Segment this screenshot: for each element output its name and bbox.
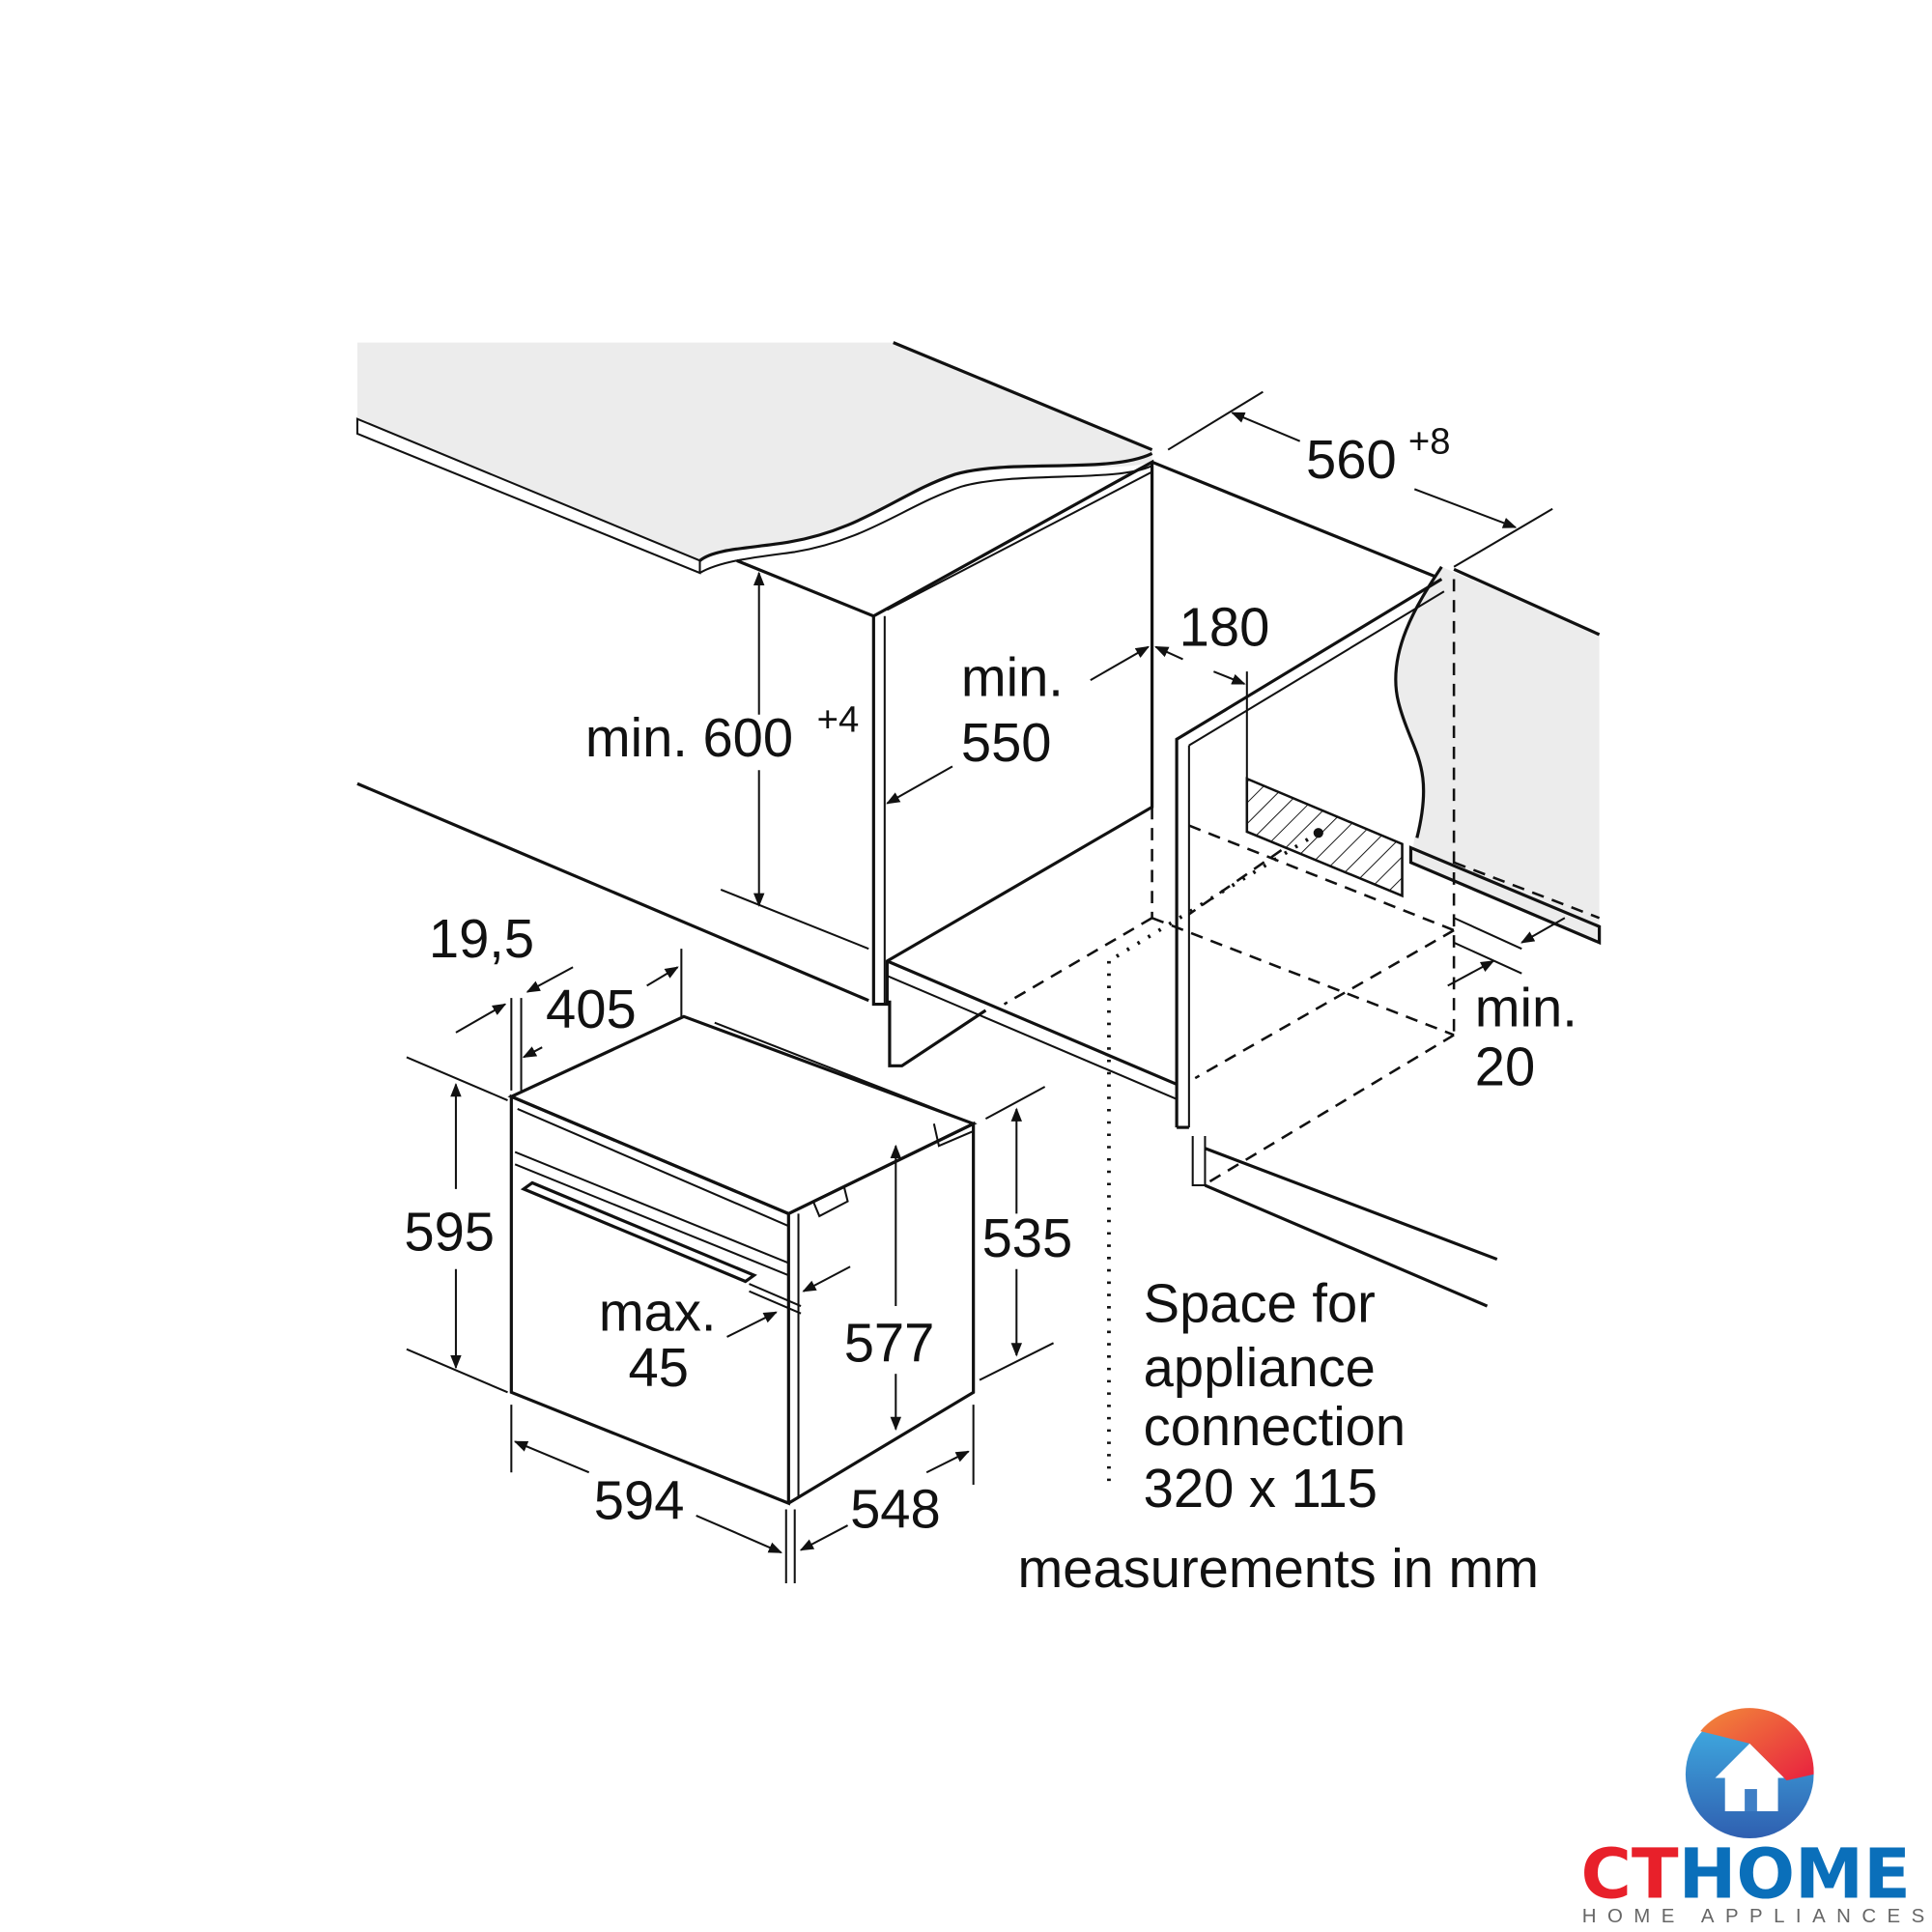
dim-gap-180: 180 — [1179, 596, 1270, 657]
logo-brand-ct: CT — [1580, 1833, 1678, 1914]
units-note: measurements in mm — [1018, 1538, 1539, 1599]
dim-depth-550-line1: min. — [961, 647, 1064, 708]
dim-max45-line2: 45 — [629, 1337, 689, 1398]
logo-brand-home: HOME — [1679, 1833, 1911, 1914]
dim-width-560: 560 — [1306, 429, 1397, 490]
dimension-lines — [406, 390, 1566, 1584]
dim-depth-548: 548 — [850, 1479, 941, 1540]
dim-405: 405 — [546, 979, 637, 1039]
space-note-line1: Space for — [1144, 1273, 1376, 1334]
space-note-line4: 320 x 115 — [1144, 1458, 1378, 1519]
connection-area-hatch — [1245, 777, 1404, 898]
dim-min20-line1: min. — [1475, 978, 1577, 1038]
cabinet-right — [1003, 460, 1602, 1492]
oven-handle — [520, 1180, 757, 1284]
dim-19-5: 19,5 — [429, 908, 534, 969]
dim-max45-line1: max. — [599, 1282, 717, 1343]
dim-width-560-tolerance: +8 — [1408, 420, 1451, 462]
logo-tagline: HOME APPLIANCES — [1582, 1906, 1932, 1927]
oven — [507, 1014, 978, 1506]
dim-height-600: min. 600 — [585, 707, 793, 768]
cabinet-left — [356, 459, 1178, 1100]
dim-height-600-tolerance: +4 — [817, 699, 860, 741]
space-note-line2: appliance — [1144, 1337, 1376, 1398]
countertop-left — [355, 341, 1153, 575]
house-icon — [1715, 1743, 1784, 1811]
svg-text:CTHOME: CTHOME — [1580, 1833, 1910, 1914]
dim-height-595: 595 — [404, 1202, 495, 1263]
dim-height-535: 535 — [982, 1208, 1073, 1268]
cthome-logo: CTHOME HOME APPLIANCES — [1580, 1708, 1932, 1927]
dim-depth-550-line2: 550 — [961, 712, 1052, 773]
dim-height-577: 577 — [844, 1312, 935, 1373]
dim-width-594: 594 — [594, 1470, 685, 1531]
space-note-line3: connection — [1144, 1396, 1406, 1457]
dim-min20-line2: 20 — [1475, 1037, 1535, 1097]
